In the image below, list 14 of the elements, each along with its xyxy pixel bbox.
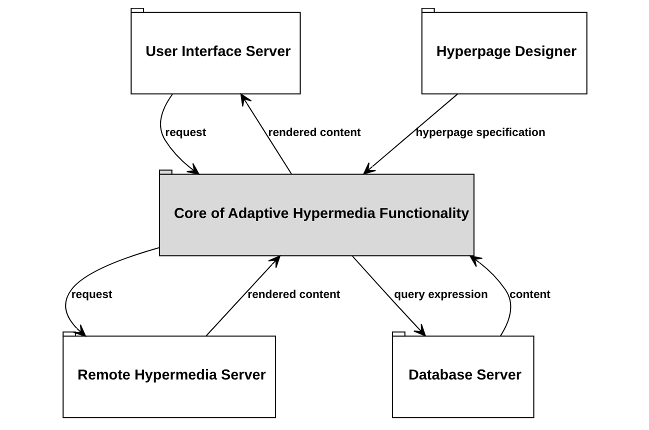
arrow (352, 256, 426, 336)
arrow (160, 94, 199, 175)
arrow (469, 255, 511, 336)
edge-label: hyperpage specification (415, 126, 545, 139)
edge-label: rendered content (268, 126, 360, 139)
edge-label: content (509, 288, 550, 301)
arrow (362, 94, 458, 175)
arrow (64, 247, 159, 337)
arrow (205, 255, 280, 336)
edge-label: request (164, 126, 206, 139)
edge-label: request (70, 288, 112, 301)
arrow (240, 94, 292, 174)
edge-label: rendered content (247, 288, 340, 301)
edge-label: query expression (394, 288, 488, 301)
